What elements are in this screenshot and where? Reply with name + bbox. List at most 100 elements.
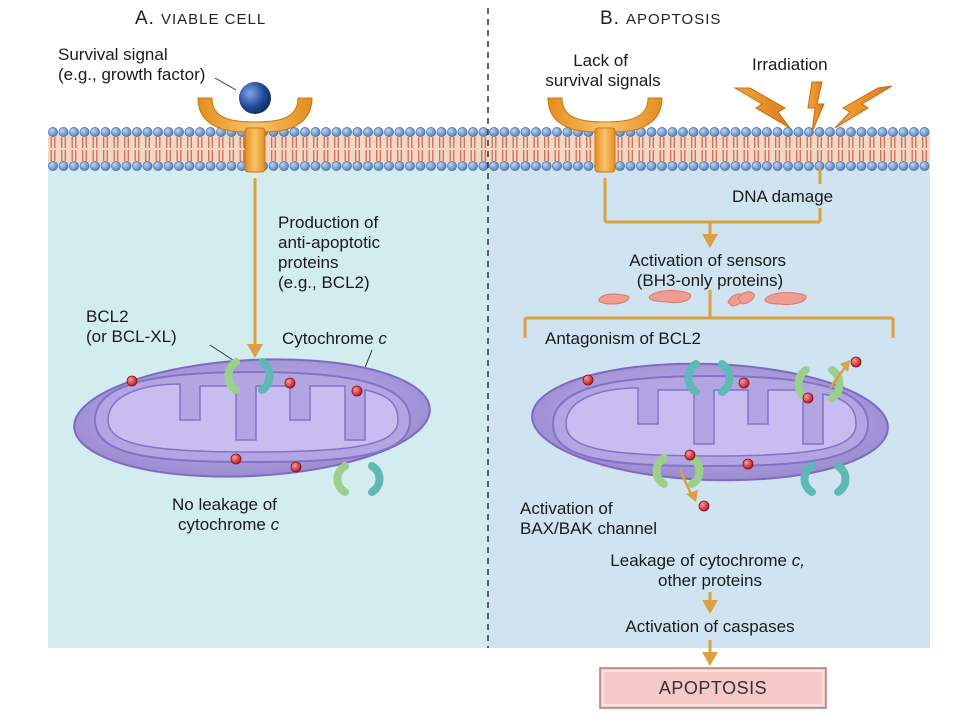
lipid-head <box>205 127 216 137</box>
lipid-head <box>184 161 195 171</box>
lipid-head <box>300 161 310 171</box>
lipid-head <box>835 161 846 171</box>
lipid-head <box>394 127 405 137</box>
lipid-head <box>867 127 877 137</box>
lipid-head <box>331 127 342 137</box>
lipid-head <box>415 127 426 137</box>
lipid-head <box>58 127 69 137</box>
lipid-head <box>751 161 762 171</box>
bolt-left <box>733 87 791 129</box>
cytochrome-c-dot <box>698 500 710 512</box>
lipid-head <box>709 161 720 171</box>
lipid-head <box>520 161 531 171</box>
lipid-head <box>783 127 793 137</box>
lipid-head <box>478 161 489 171</box>
lipid-head <box>195 161 205 171</box>
lipid-head <box>793 127 804 137</box>
lipid-head <box>646 127 657 137</box>
lipid-head <box>510 161 520 171</box>
lipid-head <box>142 127 153 137</box>
lipid-head <box>804 127 814 137</box>
signal-arrow-a-head <box>247 344 263 358</box>
receptor-a <box>197 97 313 173</box>
caspases-label: Activation of caspases <box>625 617 794 636</box>
lipid-head <box>720 161 730 171</box>
lipid-head <box>405 161 415 171</box>
lipid-head <box>436 161 447 171</box>
lipid-head <box>888 127 898 137</box>
lipid-head <box>573 161 583 171</box>
lipid-head <box>583 161 594 171</box>
leakage-label: Leakage of cytochrome c, other proteins <box>610 551 809 590</box>
cytochrome-c-dot <box>351 385 363 397</box>
lipid-head <box>919 161 930 171</box>
lipid-head <box>615 161 625 171</box>
cytochrome-c-dot <box>284 377 296 389</box>
lipid-head <box>541 127 552 137</box>
lipid-head <box>531 127 541 137</box>
lipid-head <box>741 161 751 171</box>
lipid-head <box>625 161 636 171</box>
lipid-head <box>804 161 814 171</box>
lipid-head <box>132 161 142 171</box>
lipid-head <box>541 161 552 171</box>
bcl2-channel-a1 <box>224 358 274 394</box>
lipid-head <box>699 161 709 171</box>
caspase-arrow-head <box>702 600 718 614</box>
lipid-head <box>531 161 541 171</box>
bolt-right <box>834 85 893 129</box>
lipid-head <box>688 161 699 171</box>
lipid-head <box>888 161 898 171</box>
lipid-head <box>226 161 237 171</box>
lipid-head <box>898 161 909 171</box>
bcl2-pointer <box>209 344 237 363</box>
lipid-head <box>331 161 342 171</box>
antagonism-label: Antagonism of BCL2 <box>545 329 701 348</box>
apoptosis-box: APOPTOSIS <box>599 667 827 709</box>
lipid-head <box>772 127 783 137</box>
lipid-head <box>352 161 363 171</box>
lipid-head <box>877 127 888 137</box>
lipid-head <box>58 161 69 171</box>
signal-flow-b <box>603 168 822 238</box>
lipid-head <box>657 127 667 137</box>
lipid-head <box>478 127 489 137</box>
cytochrome-c-dot <box>126 375 138 387</box>
lipid-head <box>415 161 426 171</box>
lipid-head <box>300 127 310 137</box>
lipid-head <box>384 161 394 171</box>
lipid-head <box>898 127 909 137</box>
cytochrome-c-dot <box>850 356 862 368</box>
bcl2-channel-b4 <box>800 462 850 496</box>
lipid-head <box>762 161 772 171</box>
lipid-head <box>783 161 793 171</box>
lipid-head <box>489 161 499 171</box>
lipid-head <box>342 161 352 171</box>
cell-membrane <box>48 127 930 171</box>
lipid-head <box>510 127 520 137</box>
lipid-head <box>762 127 772 137</box>
lack-of-signals-label: Lack of survival signals <box>545 51 660 90</box>
lipid-head <box>846 161 856 171</box>
lipid-head <box>373 161 384 171</box>
lipid-head <box>363 161 373 171</box>
lipid-head <box>111 161 121 171</box>
membrane-core <box>48 132 930 166</box>
apoptosis-arrow-head <box>702 652 718 666</box>
mitochondrion-a <box>73 358 431 478</box>
lipid-head <box>667 161 678 171</box>
survival-signal-label: Survival signal (e.g., growth factor) <box>58 45 205 84</box>
lipid-head <box>174 127 184 137</box>
panel-a-title: A.VIABLE CELL <box>135 8 266 29</box>
receptor-b <box>547 97 663 173</box>
bax-bak-label: Activation of BAX/BAK channel <box>520 499 657 538</box>
activation-sensors-label: Activation of sensors (BH3-only proteins… <box>629 251 791 290</box>
lipid-head <box>100 127 111 137</box>
cytochrome-c-dot <box>742 458 754 470</box>
lipid-head <box>447 127 457 137</box>
growth-factor-ligand <box>239 82 271 114</box>
irradiation-label: Irradiation <box>752 55 828 74</box>
lipid-head <box>363 127 373 137</box>
lipid-head <box>678 161 688 171</box>
